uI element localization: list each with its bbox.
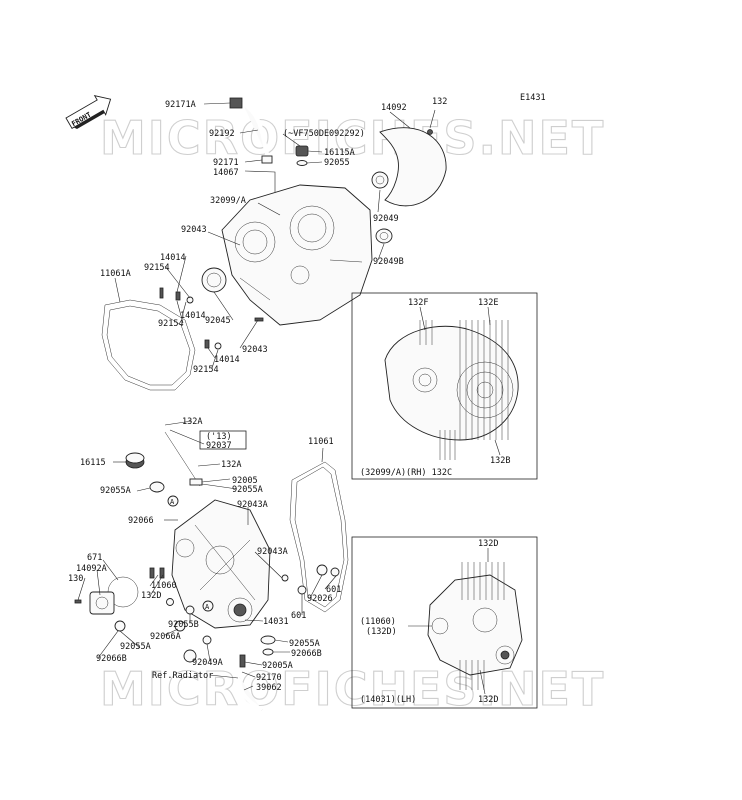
label-92055A-b: 92055A bbox=[100, 486, 131, 496]
label-92055A-c: 92055A bbox=[120, 642, 151, 652]
label-130: 130 bbox=[68, 574, 83, 584]
label-14014-b: 14014 bbox=[180, 311, 206, 321]
ref-a-marker bbox=[167, 495, 179, 507]
seal-92049 bbox=[371, 171, 389, 189]
cover-14092A bbox=[89, 591, 115, 615]
label-14014: 14014 bbox=[160, 253, 186, 263]
oring-92066B bbox=[114, 620, 126, 632]
label-132A: 132A bbox=[182, 417, 202, 427]
label-ref-radiator: Ref.Radiator bbox=[152, 671, 213, 681]
oring-92055 bbox=[296, 160, 308, 166]
inset-bottom-caption: (14031)(LH) bbox=[360, 695, 416, 705]
crankcase-32099A bbox=[221, 184, 373, 326]
label-92066A: 92066A bbox=[150, 632, 181, 642]
label-671: 671 bbox=[87, 553, 102, 563]
label-11060: 11060 bbox=[151, 581, 177, 591]
label-92171A: 92171A bbox=[165, 100, 196, 110]
seal-92049B bbox=[375, 228, 393, 244]
label-92154-c: 92154 bbox=[193, 365, 219, 375]
watermark-top: MICROFICHES.NET bbox=[100, 111, 605, 165]
label-92066B-b: 92066B bbox=[96, 654, 127, 664]
label-132D: 132D bbox=[141, 591, 161, 601]
label-92055: 92055 bbox=[324, 158, 350, 168]
label-92066B: 92066B bbox=[291, 649, 322, 659]
inset-rh-case bbox=[384, 325, 519, 441]
label-92154: 92154 bbox=[144, 263, 170, 273]
label-92045: 92045 bbox=[205, 316, 231, 326]
label-92043A-b: 92043A bbox=[257, 547, 288, 557]
label-13: ('13) bbox=[206, 432, 232, 442]
label-92055A: 92055A bbox=[232, 485, 263, 495]
cover-14092 bbox=[379, 127, 447, 207]
label-92192: 92192 bbox=[209, 129, 235, 139]
label-92049A: 92049A bbox=[192, 658, 223, 668]
label-601-b: 601 bbox=[326, 585, 341, 595]
label-16115: 16115 bbox=[80, 458, 106, 468]
clamp-92171A bbox=[229, 97, 243, 109]
label-14092A: 14092A bbox=[76, 564, 107, 574]
ref-a-marker-2 bbox=[202, 600, 214, 612]
gasket-11061 bbox=[289, 461, 349, 613]
label-A: A bbox=[170, 498, 175, 506]
label-92154-b: 92154 bbox=[158, 319, 184, 329]
label-A-b: A bbox=[205, 603, 210, 611]
label-132A-b: 132A bbox=[221, 460, 241, 470]
label-92049B: 92049B bbox=[373, 257, 404, 267]
label-132B: 132B bbox=[490, 456, 510, 466]
pipe-92037 bbox=[164, 431, 201, 487]
label-92026: 92026 bbox=[307, 594, 333, 604]
lh-cover-14031 bbox=[171, 499, 271, 629]
label-14031: 14031 bbox=[263, 617, 289, 627]
label-92170: 92170 bbox=[256, 673, 282, 683]
oring-92066A bbox=[174, 620, 186, 632]
seal-92045 bbox=[201, 267, 227, 293]
label-92043-b: 92043 bbox=[242, 345, 268, 355]
label-132D-inset-top: 132D bbox=[478, 539, 498, 549]
seal-92049A bbox=[202, 635, 212, 645]
label-92005: 92005 bbox=[232, 476, 258, 486]
front-arrow-icon bbox=[65, 95, 112, 130]
label-14067: 14067 bbox=[213, 168, 239, 178]
label-14092: 14092 bbox=[381, 103, 407, 113]
inset-lh-detail bbox=[351, 536, 538, 709]
label-11061: 11061 bbox=[308, 437, 334, 447]
label-132: 132 bbox=[432, 97, 447, 107]
label-132E: 132E bbox=[478, 298, 498, 308]
clamp-92171 bbox=[261, 155, 273, 164]
label-132F: 132F bbox=[408, 298, 428, 308]
gasket-11061A bbox=[101, 299, 196, 391]
label-601: 601 bbox=[291, 611, 306, 621]
label-92055A-d: 92055A bbox=[289, 639, 320, 649]
inset-rh-detail bbox=[351, 292, 538, 480]
seal-92026 bbox=[316, 564, 328, 576]
label-39062: 39062 bbox=[256, 683, 282, 693]
diagram-code: E1431 bbox=[520, 93, 546, 103]
label-serial-range: (~VF750DE092292) bbox=[283, 129, 365, 139]
inset-lh-cover bbox=[427, 574, 523, 676]
oring-92055A bbox=[149, 481, 165, 493]
inset-top-caption: (32099/A)(RH) 132C bbox=[360, 468, 452, 478]
label-16115A: 16115A bbox=[324, 148, 355, 158]
label-92049: 92049 bbox=[373, 214, 399, 224]
label-132D-inset-mid: (132D) bbox=[366, 627, 397, 637]
label-92043A: 92043A bbox=[237, 500, 268, 510]
label-92055B: 92055B bbox=[168, 620, 199, 630]
label-132D-inset-bottom: 132D bbox=[478, 695, 498, 705]
label-11061A: 11061A bbox=[100, 269, 131, 279]
leader-lines bbox=[77, 102, 501, 695]
label-92066: 92066 bbox=[128, 516, 154, 526]
oring-92055B bbox=[185, 605, 195, 615]
plug-16115A bbox=[295, 145, 309, 157]
label-92005A: 92005A bbox=[262, 661, 293, 671]
label-92037: 92037 bbox=[206, 441, 232, 451]
label-92043: 92043 bbox=[181, 225, 207, 235]
label-14014-c: 14014 bbox=[214, 355, 240, 365]
label-32099A: 32099/A bbox=[210, 196, 246, 206]
label-11060-inset: (11060) bbox=[360, 617, 396, 627]
label-92171: 92171 bbox=[213, 158, 239, 168]
